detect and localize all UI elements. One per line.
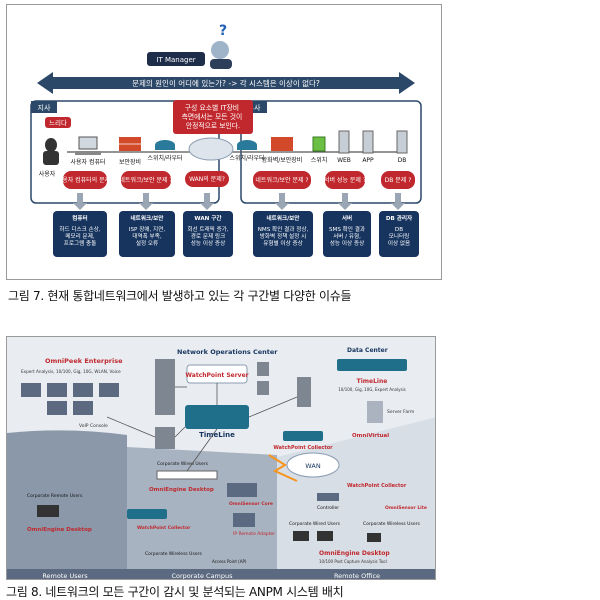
svg-text:OmniEngine Desktop: OmniEngine Desktop [149,487,214,493]
omnipeek-computers [21,383,119,415]
svg-text:WatchPoint Server: WatchPoint Server [185,372,248,379]
svg-text:사용자: 사용자 [39,170,56,178]
router-icon [155,140,175,150]
box-0-body: 하드 디스크 손상,메모리 문제,프로그램 충돌 [59,225,101,247]
svg-text:WatchPoint Collector: WatchPoint Collector [273,445,333,451]
svg-text:WAN의 문제?: WAN의 문제? [189,175,225,183]
svg-text:서버 성능 문제 ?: 서버 성능 문제 ? [324,176,366,184]
svg-text:서버: 서버 [342,214,352,222]
svg-text:OmniEngine Desktop: OmniEngine Desktop [27,527,92,533]
device-labels: 사용자 사용자 컴퓨터 보안장비 스위치/라우터 스위치/라우터 방화벽/보안장… [39,154,407,178]
it-manager: IT Manager ? [147,23,232,69]
down-arrows [73,193,405,210]
firewall-icon-hq [271,137,293,151]
db-server-icon [396,130,408,154]
svg-text:네트워크/보안: 네트워크/보안 [267,214,301,222]
svg-text:스위치: 스위치 [311,156,328,164]
noc-server-rack [155,359,175,415]
svg-text:보안장비: 보안장비 [119,158,141,166]
noc-label: Network Operations Center [177,348,278,356]
wan-cloud [286,452,340,478]
svg-text:WatchPoint Collector: WatchPoint Collector [347,483,407,489]
arrow-text: 문제의 원인이 어디에 있는가? -> 각 시스템은 이상이 없다? [132,78,320,88]
svg-text:TimeLine: TimeLine [199,431,235,439]
svg-text:10/100 Post Capture Analysis T: 10/100 Post Capture Analysis Tool [319,559,387,564]
svg-text:방화벽/보안장비: 방화벽/보안장비 [262,156,303,164]
zone-campus-bg [127,447,277,579]
manager-head-icon [211,41,229,59]
omnipeek-label: OmniPeek Enterprise [45,357,123,365]
question-pills: 사용자 컴퓨터의 문제? 네트워크/보안 문제 ? WAN의 문제? 네트워크/… [57,171,415,189]
zone-remote-users-bg [7,430,127,579]
issue-arrow: 문제의 원인이 어디에 있는가? -> 각 시스템은 이상이 없다? [37,72,415,94]
web-server-icon [338,130,350,154]
svg-text:WatchPoint Collector: WatchPoint Collector [137,525,191,531]
cloud-icon [188,137,234,161]
svg-text:Controller: Controller [317,505,339,511]
svg-text:Server Farm: Server Farm [387,409,414,415]
svg-text:Corporate Wired Users: Corporate Wired Users [157,461,209,467]
app-server-icon [362,130,374,154]
pc-icon [75,136,101,155]
svg-text:사용자 컴퓨터: 사용자 컴퓨터 [70,158,105,166]
user-icon [43,138,59,165]
caption-figure-8: 그림 8. 네트워크의 모든 구간이 감시 및 분석되는 ANPM 시스템 배치 [6,585,344,599]
svg-text:느리다: 느리다 [49,118,67,127]
svg-text:DB: DB [398,157,407,164]
branch-panel-label: 지사 [38,103,51,112]
center-bubble [173,100,253,134]
svg-text:APP: APP [362,157,374,164]
svg-text:네트워크/보안 문제 ?: 네트워크/보안 문제 ? [255,176,308,184]
svg-text:Access Point (AP): Access Point (AP) [212,559,247,564]
zone-remote-users: Remote Users [42,572,88,580]
svg-text:WAN: WAN [305,462,321,470]
manager-label: IT Manager [156,56,195,64]
hq-panel-label: 본사 [248,103,261,112]
switch-icon [312,136,326,152]
svg-text:DB 관리자: DB 관리자 [386,214,413,222]
voip-label: VoIP Console [79,423,108,429]
svg-text:IP Remote Adapter: IP Remote Adapter [233,531,275,537]
svg-text:사용자 컴퓨터의 문제?: 사용자 컴퓨터의 문제? [57,176,114,184]
svg-text:OmniVirtual: OmniVirtual [352,433,389,439]
svg-text:DB 문제 ?: DB 문제 ? [385,176,412,184]
svg-text:OmniSensor Core: OmniSensor Core [229,501,273,507]
svg-text:Corporate Wired Users: Corporate Wired Users [289,521,341,527]
svg-text:OmniSensor Lite: OmniSensor Lite [385,505,427,511]
figure-7-diagram: IT Manager ? 문제의 원인이 어디에 있는가? -> 각 시스템은 … [6,4,442,280]
svg-text:WAN 구간: WAN 구간 [194,214,222,222]
svg-text:ISP 장애, 지연,대역폭 부족,설정 오류: ISP 장애, 지연,대역폭 부족,설정 오류 [129,225,165,247]
svg-text:컴퓨터: 컴퓨터 [72,214,87,222]
svg-text:스위치/라우터: 스위치/라우터 [229,154,264,162]
zone-office: Remote Office [334,572,380,580]
svg-text:WEB: WEB [337,157,351,164]
svg-text:TimeLine: TimeLine [357,378,388,385]
svg-text:Corporate Wireless Users: Corporate Wireless Users [145,551,202,557]
svg-text:OmniEngine Desktop: OmniEngine Desktop [319,550,390,557]
router-icon-hq [237,140,257,150]
svg-text:Corporate Remote Users: Corporate Remote Users [27,493,83,499]
svg-text:10/100, Gig, 10G, Expert Analy: 10/100, Gig, 10G, Expert Analysis [338,387,406,392]
timeline-appliance [185,405,249,429]
question-mark-icon: ? [219,23,227,39]
svg-text:스위치/라우터: 스위치/라우터 [147,154,182,162]
zone-campus: Corporate Campus [171,572,233,580]
svg-text:Corporate Wireless Users: Corporate Wireless Users [363,521,420,527]
svg-text:네트워크/보안 문제 ?: 네트워크/보안 문제 ? [119,176,172,184]
caption-figure-7: 그림 7. 현재 통합네트워크에서 발생하고 있는 각 구간별 다양한 이슈들 [8,289,352,303]
svg-text:Expert Analysis, 10/100, Gig,: Expert Analysis, 10/100, Gig, 10G, WLAN,… [21,369,121,374]
figure-8-diagram: Remote Users Corporate Campus Remote Off… [6,336,436,580]
svg-text:네트워크/보안: 네트워크/보안 [131,214,165,222]
svg-text:구성 요소별 IT장비 측면에서는 모든 것이: 구성 요소별 IT장비 측면에서는 모든 것이 안정적으로 보인다. [182,103,245,130]
firewall-icon [119,137,141,151]
issue-boxes: 컴퓨터 하드 디스크 손상,메모리 문제,프로그램 충돌 네트워크/보안 ISP… [53,211,419,257]
user-slow-bubble [45,117,71,128]
datacenter-label: Data Center [347,347,388,354]
